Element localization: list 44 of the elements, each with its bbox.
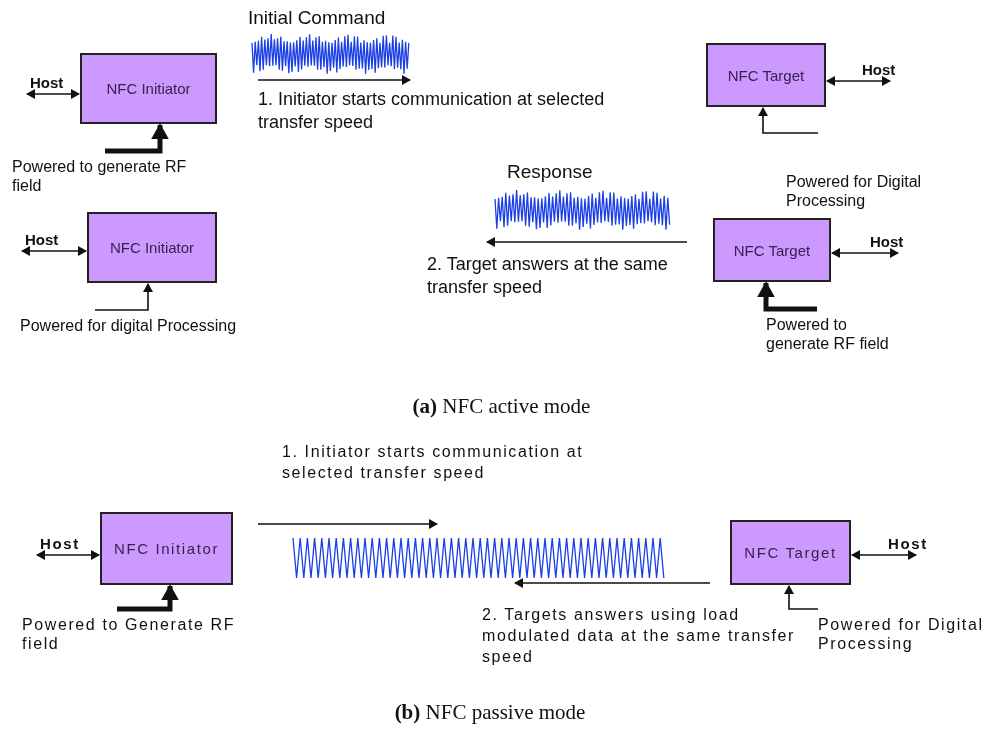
arrow — [117, 584, 179, 612]
host-label: Host — [40, 535, 80, 552]
device-label: NFC Target — [733, 241, 811, 259]
arrow — [826, 76, 891, 86]
power-label: Powered for Digital Processing — [818, 615, 1003, 654]
device-label: NFC Initiator — [114, 540, 219, 557]
arrow — [757, 281, 817, 312]
signal-title: Response — [507, 161, 594, 183]
step-text: 2. Targets answers using load modulated data at the same transfer speed — [482, 605, 797, 667]
arrow — [851, 550, 917, 560]
note-text: Powered for Digital Processing — [786, 172, 923, 211]
arrow — [26, 89, 80, 99]
device-box — [713, 218, 831, 282]
device-box — [87, 212, 217, 283]
arrow — [831, 248, 899, 258]
power-label: Powered to Generate RF field — [22, 615, 242, 654]
device-box — [706, 43, 826, 107]
host-label: Host — [888, 535, 928, 552]
device-box — [730, 520, 851, 585]
step-text: 1. Initiator starts communication at selected transfer speed — [282, 442, 585, 483]
power-label: Powered for digital Processing — [20, 316, 240, 336]
device-label: NFC Initiator — [109, 239, 195, 256]
caption: (b) NFC passive mode — [393, 700, 587, 725]
host-label: Host — [870, 233, 904, 250]
device-label: NFC Target — [727, 66, 805, 84]
arrow — [784, 585, 819, 610]
arrow — [105, 123, 169, 154]
device-box — [100, 512, 233, 585]
caption: (a) NFC active mode — [411, 394, 592, 419]
device-label: NFC Target — [744, 544, 837, 561]
power-label: Powered to generate RF field — [766, 315, 896, 354]
power-label: Powered to generate RF field — [12, 157, 212, 196]
step-text: 1. Initiator starts communication at selected transfer speed — [258, 88, 606, 135]
arrow — [758, 107, 819, 134]
arrow — [36, 550, 100, 560]
arrow — [94, 283, 153, 311]
step-text: 2. Target answers at the same transfer speed — [427, 253, 669, 300]
arrow — [21, 246, 87, 256]
host-label: Host — [25, 231, 59, 248]
device-box — [80, 53, 217, 124]
signal-title: Initial Command — [248, 7, 387, 29]
host-label: Host — [30, 74, 64, 91]
device-label: NFC Initiator — [106, 80, 191, 97]
host-label: Host — [862, 61, 896, 78]
